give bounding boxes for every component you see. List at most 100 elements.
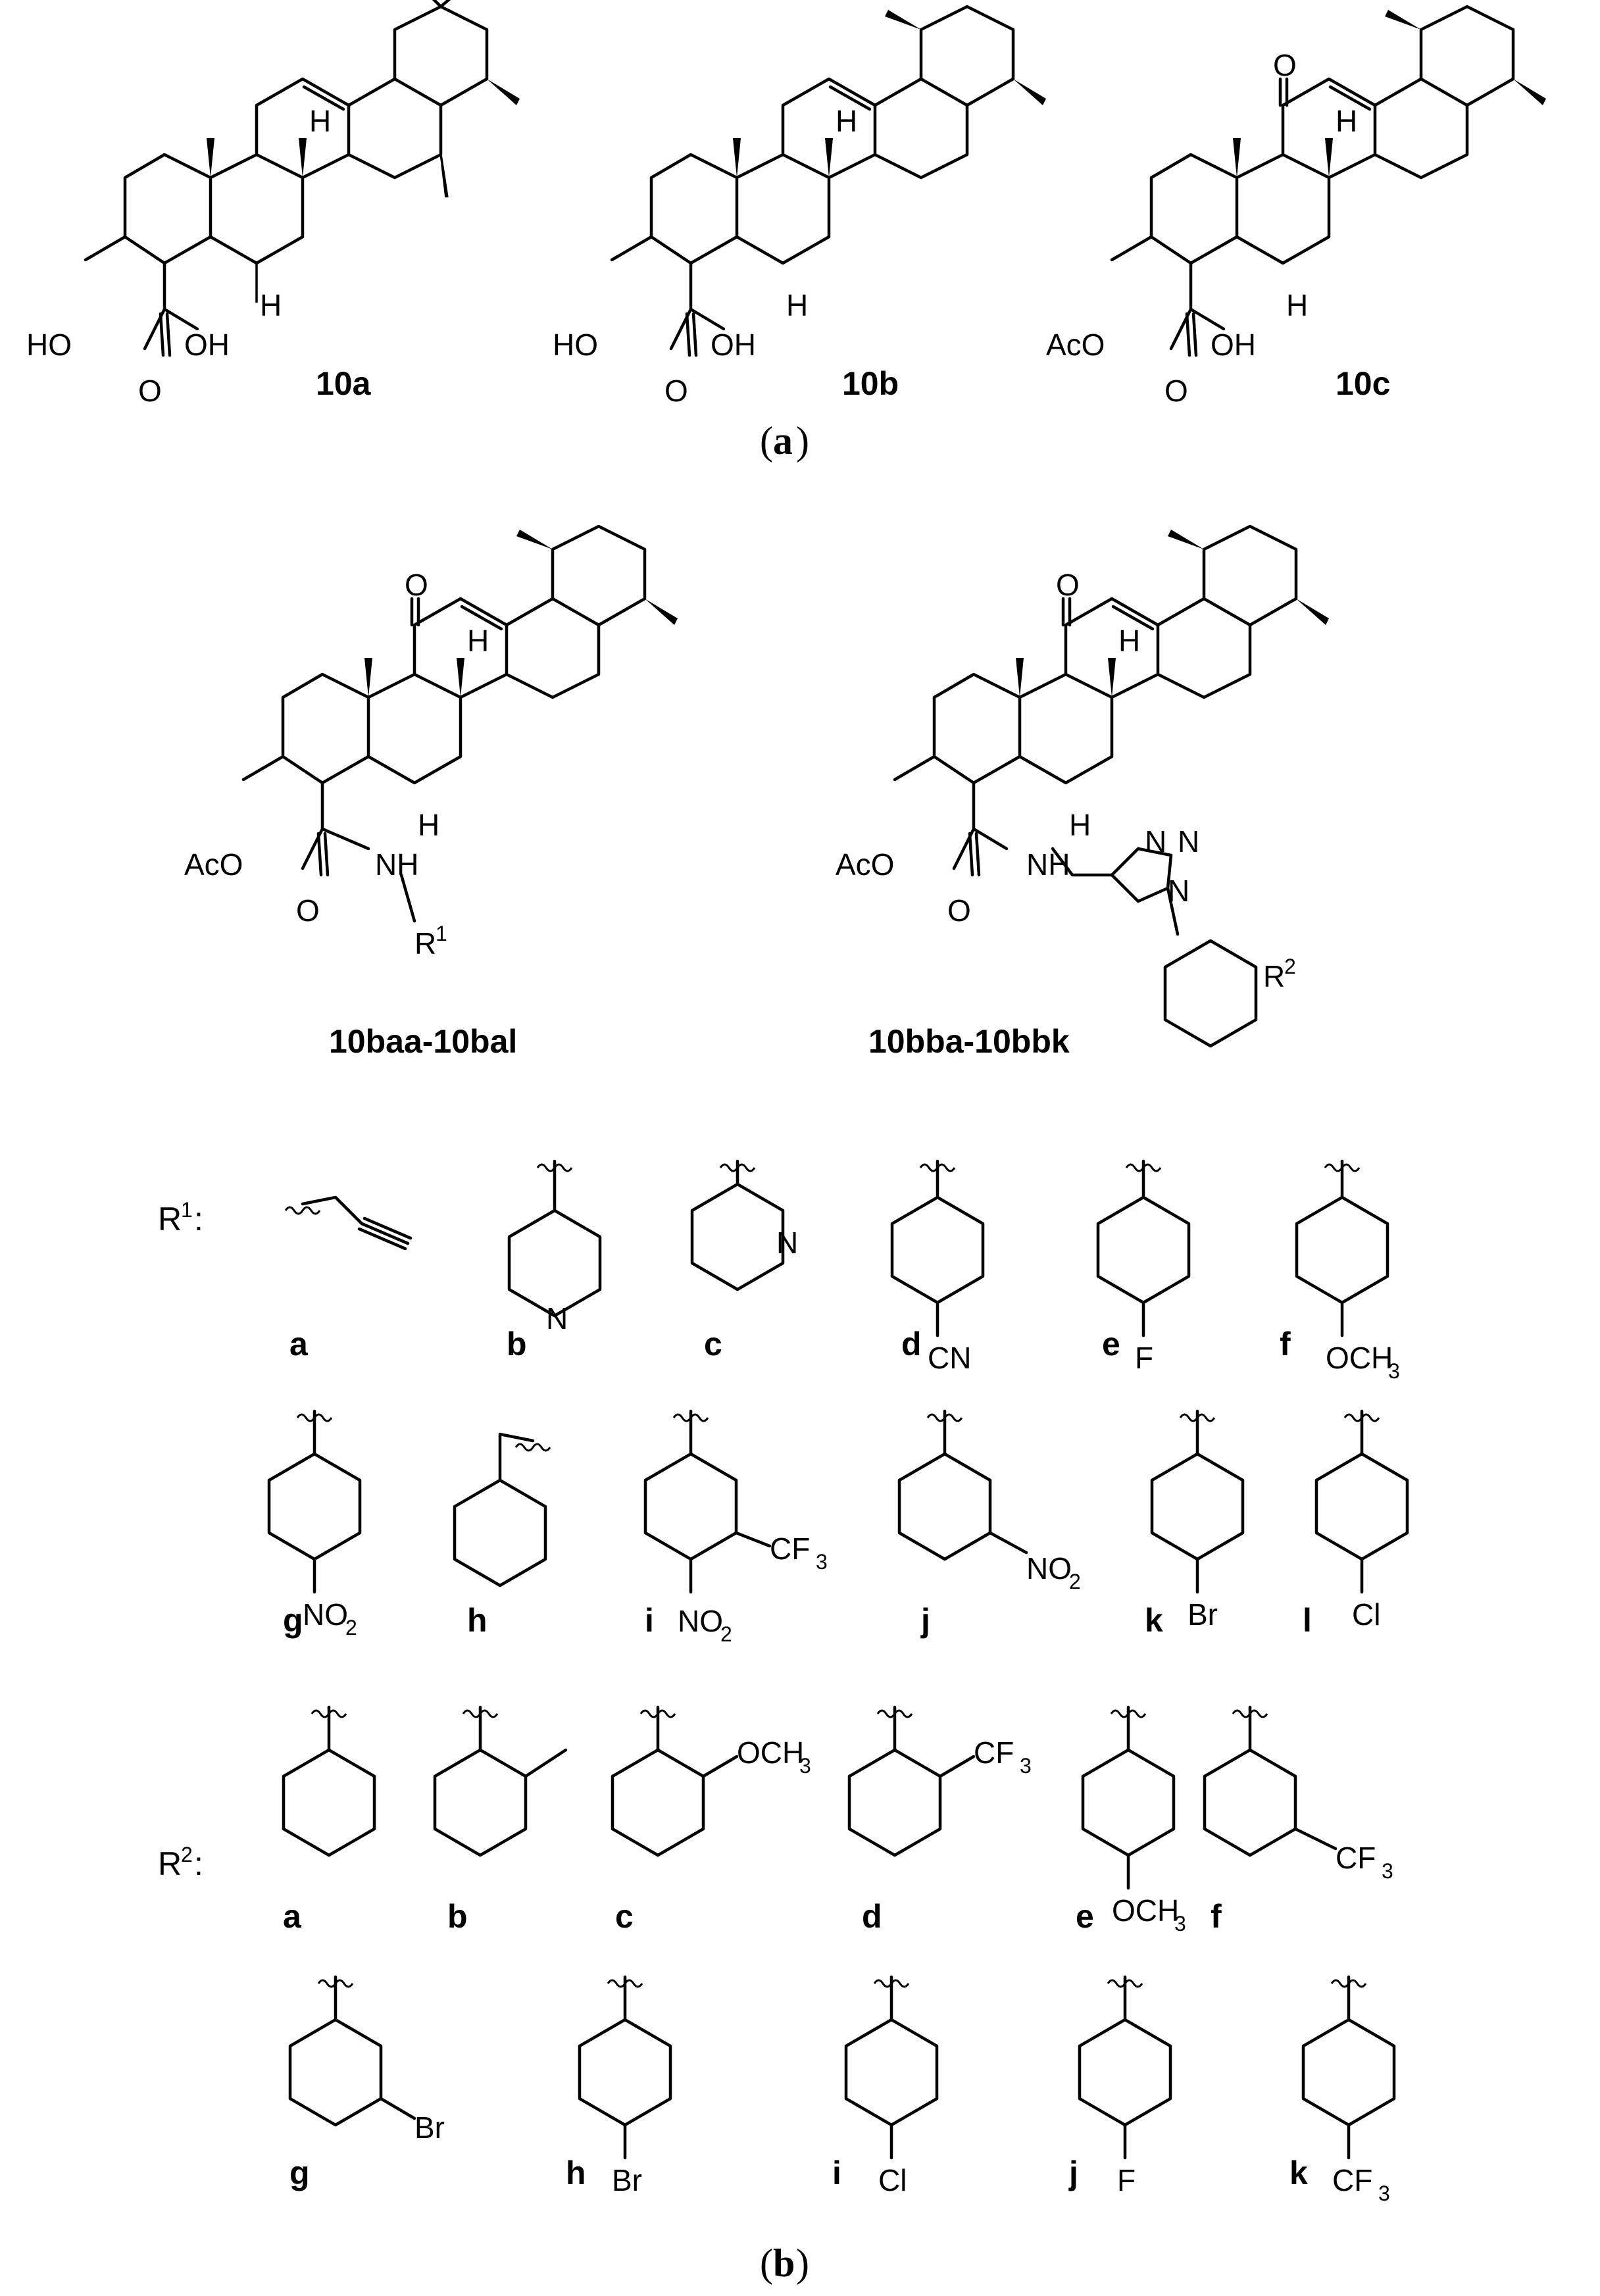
r2-f-3-trifluoromethylphenyl: CF 3 [1205,1705,1393,1883]
compound-10b: HO OH O H H 10b [553,5,1046,408]
svg-text:2: 2 [1069,1570,1081,1593]
svg-text:H: H [1069,808,1091,842]
panel-label-b: ( b ) [760,2241,809,2285]
r1-g-4-nitrophenyl: NO 2 [269,1409,360,1639]
svg-text:a: a [773,419,793,462]
svg-text:O: O [1273,48,1297,82]
svg-text:CN: CN [928,1341,971,1375]
compound-label-10b: 10b [842,365,899,402]
r1-k-4-bromophenyl: Br [1152,1409,1243,1632]
svg-text:Br: Br [414,2110,445,2145]
compound-10c: AcO OH O O H H 10c [1046,5,1546,408]
r1-d-4-cyanophenyl: CN [892,1159,983,1375]
svg-text:e: e [1076,1898,1094,1935]
r2-g-3-bromophenyl: Br [290,1975,445,2145]
svg-text:CF: CF [974,1735,1014,1770]
svg-text:Cl: Cl [878,2163,907,2197]
svg-text:O: O [405,568,428,602]
svg-text:NH: NH [375,847,418,882]
r1-l-4-chlorophenyl: Cl [1316,1409,1407,1632]
svg-text:3: 3 [1388,1359,1400,1383]
svg-text:O: O [138,374,162,408]
svg-text:H: H [1286,288,1308,322]
svg-text:OCH: OCH [1112,1893,1179,1928]
svg-text:b: b [773,2241,795,2285]
svg-text:i: i [832,2155,841,2191]
svg-text:2: 2 [345,1616,357,1639]
compound-label-10c: 10c [1336,365,1390,402]
svg-text:2: 2 [181,1843,193,1866]
svg-text:g: g [283,1602,303,1639]
compound-label-10baa-10bal: 10baa-10bal [329,1023,517,1060]
r1-h-benzyl [455,1432,551,1585]
svg-text::: : [194,1845,203,1882]
svg-text:H: H [260,288,282,322]
svg-text:O: O [1056,568,1080,602]
svg-text:c: c [615,1898,634,1935]
svg-text:3: 3 [816,1550,828,1574]
svg-text:(: ( [760,419,773,462]
svg-text:R: R [1263,959,1285,993]
svg-text:O: O [296,893,320,928]
svg-text:2: 2 [1284,955,1296,978]
svg-text:N: N [1178,824,1199,859]
svg-text:HO: HO [26,328,72,362]
r2-c-2-methoxyphenyl: OCH 3 [612,1705,811,1855]
svg-text:N: N [546,1301,568,1335]
svg-text:3: 3 [1020,1754,1032,1778]
svg-text:a: a [283,1898,302,1935]
svg-text:N: N [776,1226,798,1260]
svg-text:H: H [309,104,331,138]
r2-substituent-table: R 2 : OCH 3 CF 3 O [158,1705,1394,2205]
compound-label-10bba-10bbk: 10bba-10bbk [868,1023,1070,1060]
compound-10a: HO OH O H H 10a [26,0,520,408]
svg-text:OCH: OCH [1326,1341,1393,1375]
svg-text:OH: OH [184,328,230,362]
svg-text:O: O [1164,374,1188,408]
svg-text:OCH: OCH [737,1735,804,1770]
r2-b-2-methylphenyl [435,1705,568,1855]
r1-i-4-nitro-3-trifluoromethylphenyl: CF 3 NO 2 [645,1409,828,1646]
svg-text:3: 3 [799,1754,811,1778]
svg-text:AcO: AcO [836,847,894,882]
svg-text:F: F [1117,2163,1136,2197]
compound-label-10a: 10a [316,365,372,402]
svg-text:f: f [1211,1898,1222,1935]
svg-text:H: H [1118,624,1140,658]
r2-a-phenyl [284,1705,374,1855]
svg-text:l: l [1303,1602,1312,1639]
r2-d-2-trifluoromethylphenyl: CF 3 [849,1705,1032,1855]
svg-text:): ) [796,2241,809,2285]
r1-e-4-fluorophenyl: F [1098,1159,1189,1375]
svg-text:N: N [1168,874,1189,908]
r1-f-4-methoxyphenyl: OCH 3 [1297,1159,1400,1383]
svg-text:OH: OH [711,328,756,362]
svg-text:O: O [947,893,971,928]
svg-text:1: 1 [436,922,447,945]
svg-text:c: c [704,1326,722,1362]
svg-text:b: b [507,1326,527,1362]
svg-text:H: H [1336,104,1357,138]
svg-text:i: i [645,1602,654,1639]
r2-j-4-fluorophenyl: F [1080,1975,1170,2197]
svg-text:h: h [467,1602,488,1639]
svg-text:H: H [418,808,439,842]
svg-text:CF: CF [1336,1841,1376,1875]
svg-text:b: b [447,1898,468,1935]
svg-text:AcO: AcO [1046,328,1105,362]
svg-text:k: k [1289,2155,1308,2191]
svg-text:NO: NO [1026,1551,1072,1585]
svg-text:a: a [289,1326,309,1362]
svg-text:O: O [664,374,688,408]
svg-text::: : [194,1201,203,1237]
svg-text:F: F [1135,1341,1153,1375]
svg-text:NO: NO [678,1604,723,1638]
r1-j-3-nitrophenyl: NO 2 [899,1409,1081,1593]
panel-label-a: ( a ) [760,419,809,462]
svg-text:H: H [836,104,857,138]
svg-text:j: j [1068,2155,1078,2191]
svg-text:e: e [1102,1326,1120,1362]
r1-b-4-pyridyl: N [509,1159,600,1335]
svg-text:d: d [901,1326,922,1362]
